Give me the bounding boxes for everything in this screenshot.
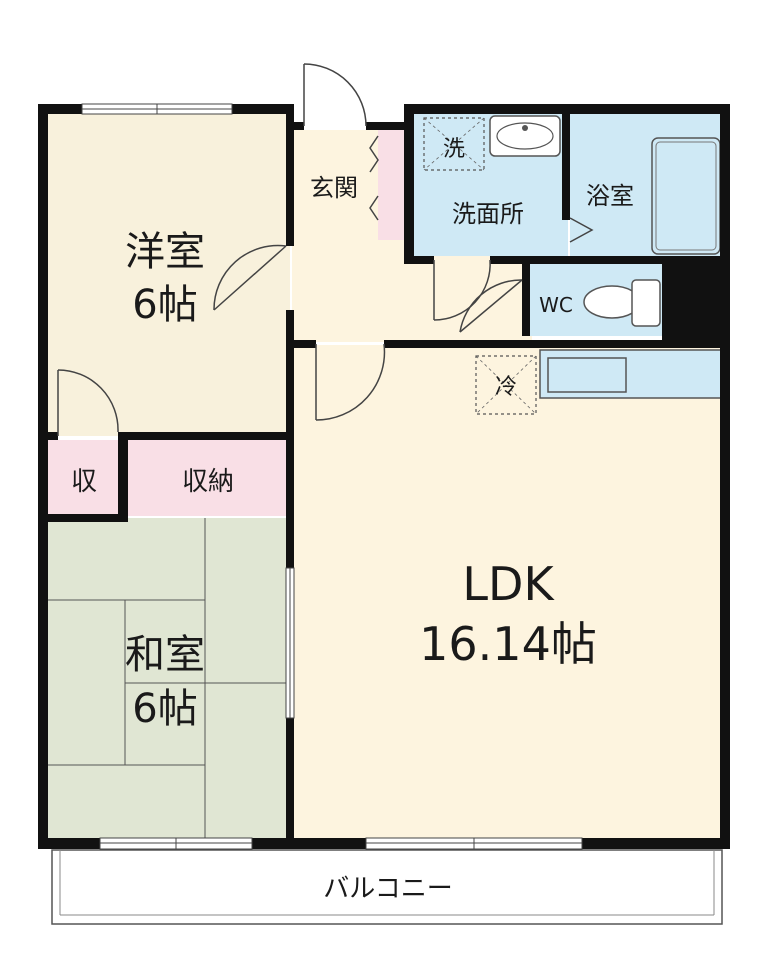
- washer-space: [423, 117, 485, 171]
- tatami-lines: [44, 518, 290, 843]
- bathtub: [651, 137, 721, 255]
- shoe-cabinet: [378, 130, 406, 240]
- closet-label: 収納: [182, 467, 234, 497]
- closet: [128, 440, 288, 516]
- western-room: [44, 110, 290, 436]
- western-room-size: 6帖: [132, 282, 197, 328]
- kitchen-counter: [539, 349, 723, 399]
- bath-label: 浴室: [586, 182, 634, 210]
- japanese-room-size: 6帖: [132, 686, 197, 732]
- toilet-label: WC: [539, 293, 573, 317]
- washroom-label: 洗面所: [452, 200, 524, 228]
- japanese-room-name: 和室: [125, 632, 205, 678]
- washer-label: 洗: [443, 137, 465, 162]
- windows: [81, 103, 583, 850]
- ldk-room: [292, 345, 724, 843]
- fridge-label: 冷: [495, 375, 517, 400]
- toilet-fixture: [583, 279, 661, 327]
- ldk-room-name: LDK: [462, 557, 555, 611]
- japanese-room: [44, 518, 290, 843]
- walls: [38, 104, 730, 849]
- entrance-label: 玄関: [310, 174, 358, 202]
- balcony: [51, 849, 723, 925]
- western-room-name: 洋室: [125, 229, 205, 275]
- ldk-room-size: 16.14帖: [419, 617, 597, 671]
- closet-small: [44, 440, 122, 516]
- closet-small-label: 収: [71, 467, 97, 497]
- doors: [57, 63, 594, 436]
- balcony-label: バルコニー: [323, 874, 452, 904]
- fridge-space: [475, 355, 537, 415]
